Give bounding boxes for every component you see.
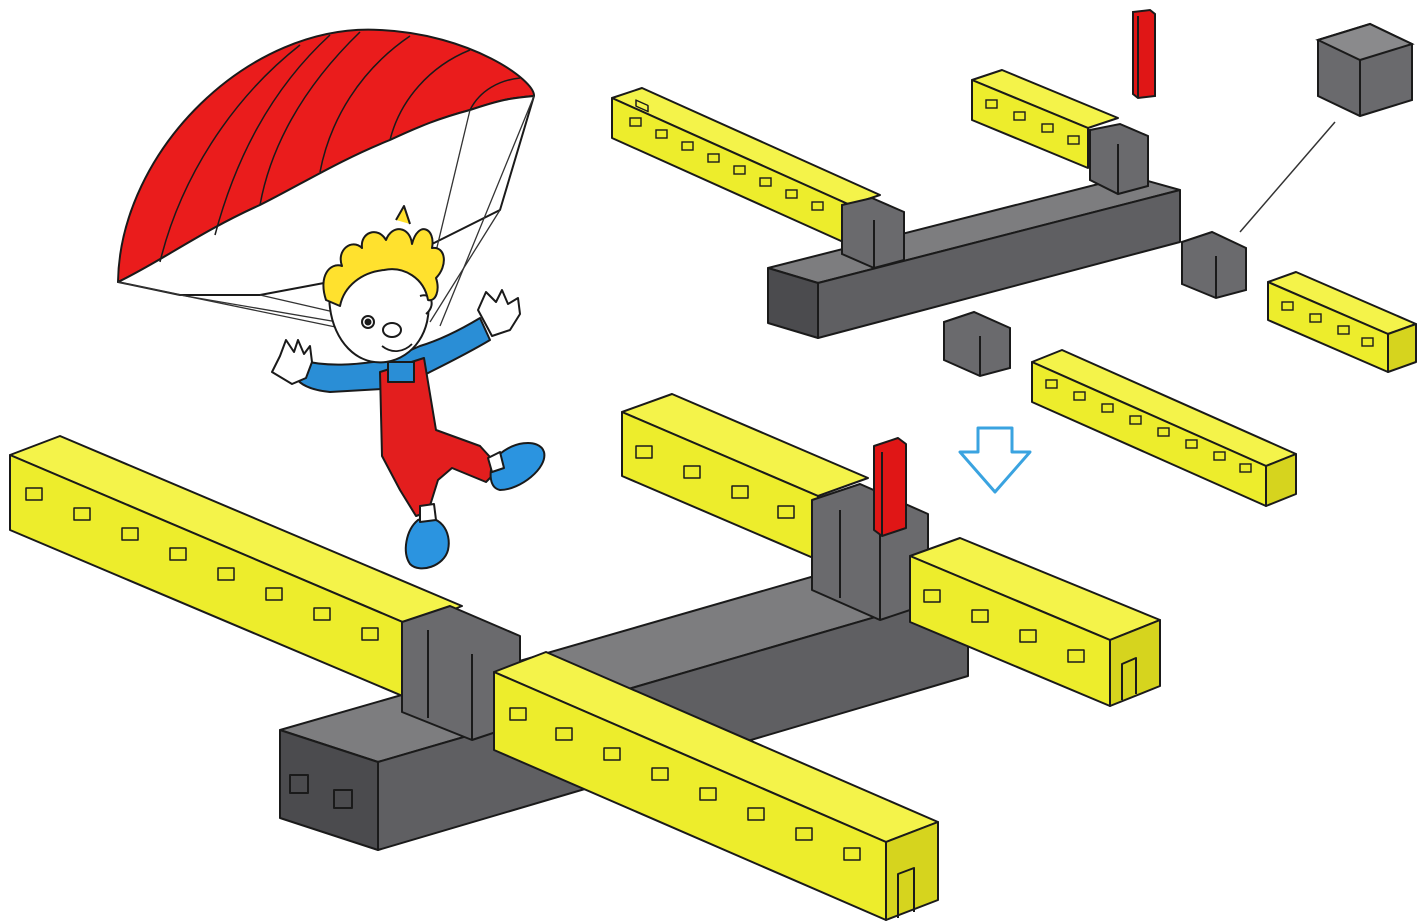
left-shoe — [406, 518, 449, 568]
gray-cross-block — [1318, 24, 1412, 116]
gray-connector-loose-2 — [944, 312, 1010, 376]
yellow-bar-right-exploded — [1268, 272, 1416, 372]
overalls — [380, 358, 500, 516]
right-sock — [488, 452, 504, 472]
red-pin-assembled — [874, 438, 906, 536]
red-pin-exploded — [1133, 10, 1155, 98]
gray-connector-exploded-2 — [1090, 124, 1148, 194]
down-arrow-icon — [960, 428, 1030, 492]
left-hand — [272, 340, 312, 384]
yellow-bar-left-exploded — [612, 88, 880, 245]
detail-leader-line — [1240, 122, 1335, 232]
nose — [383, 323, 401, 337]
left-sock — [420, 504, 436, 522]
gray-connector-loose-1 — [1182, 232, 1246, 298]
gray-connector-exploded-1 — [842, 198, 904, 268]
